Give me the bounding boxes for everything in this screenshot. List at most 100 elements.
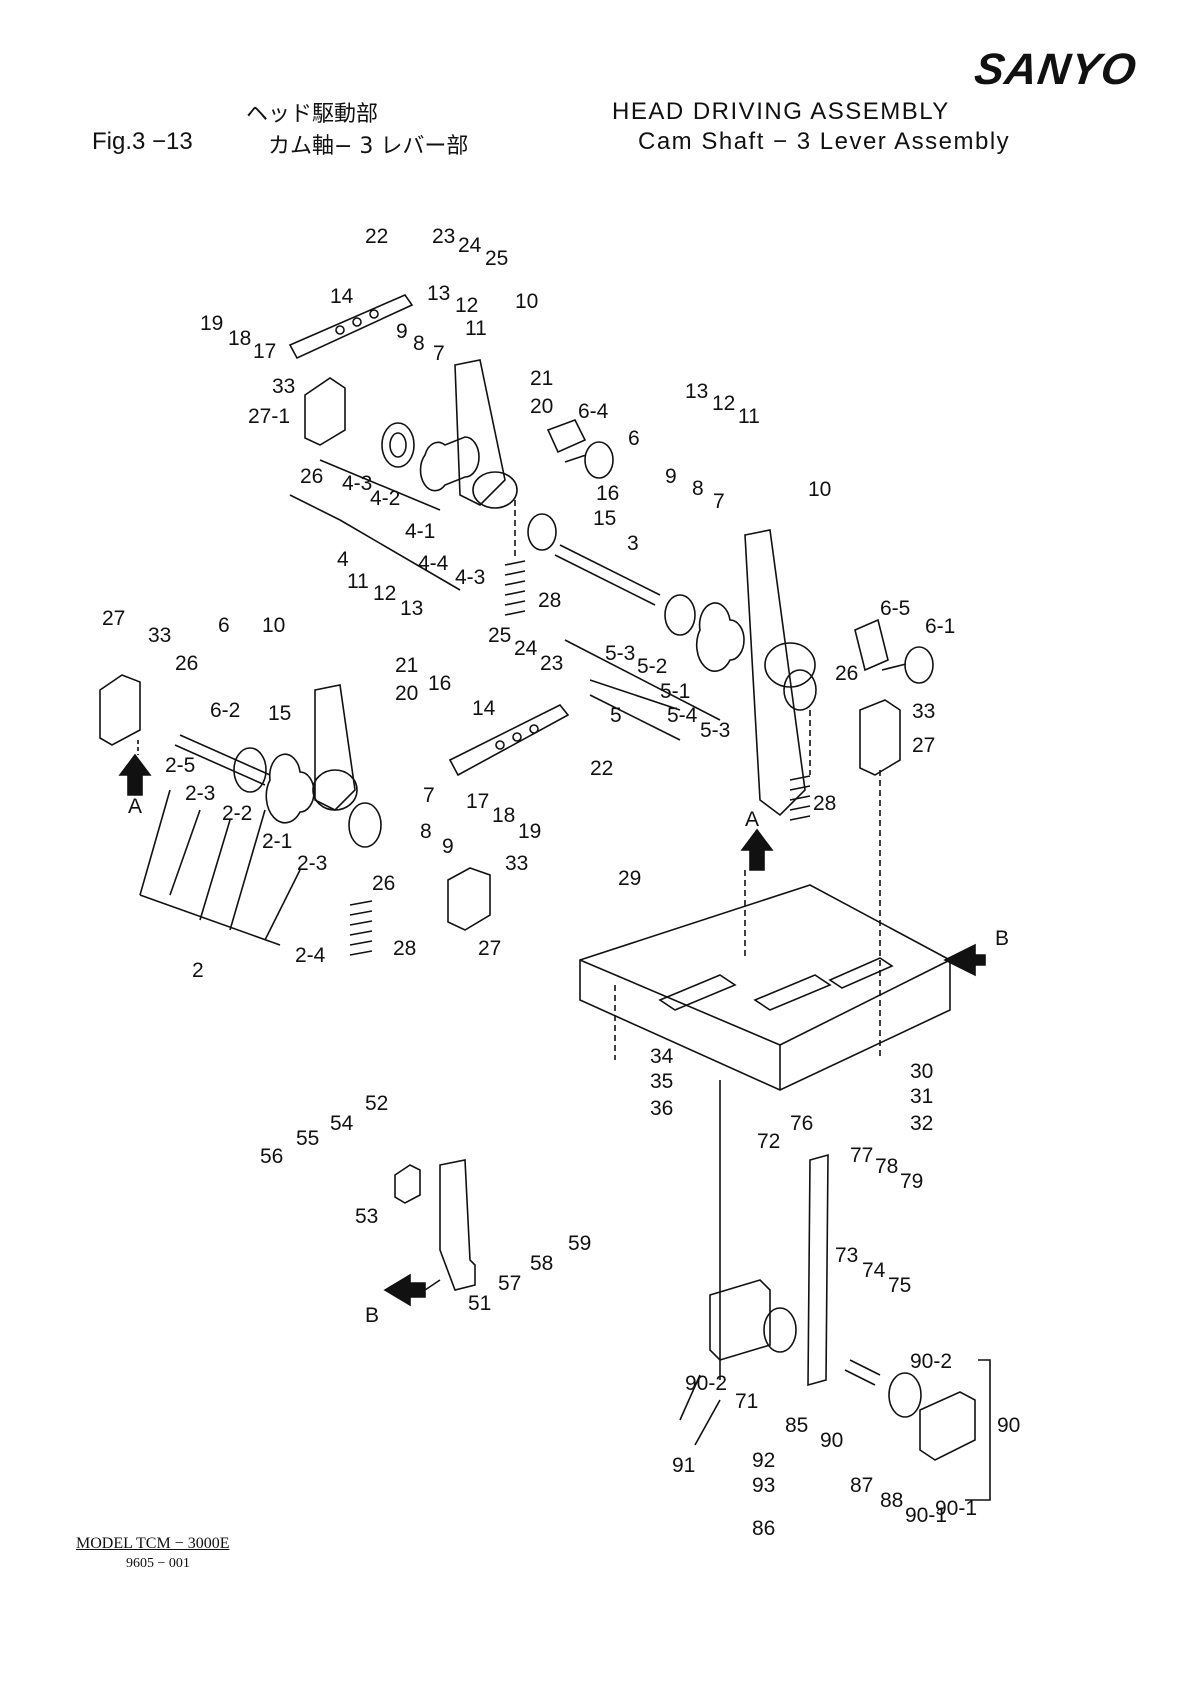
part-label: 4-1 (405, 520, 435, 543)
part-label: 12 (455, 294, 478, 317)
figure-number: Fig.3 −13 (92, 128, 193, 155)
part-label: 53 (355, 1205, 378, 1228)
part-label: 21 (395, 654, 418, 677)
part-label: 5-3 (700, 719, 730, 742)
shaft-3 (554, 544, 661, 606)
housing-90-1-right (919, 1391, 976, 1461)
part-label: 26 (300, 465, 323, 488)
part-label: 5-1 (660, 680, 690, 703)
part-label: 28 (813, 792, 836, 815)
part-label: 86 (752, 1517, 775, 1540)
part-label: 13 (400, 597, 423, 620)
bracket-90-group (965, 1359, 991, 1501)
part-label: 73 (835, 1244, 858, 1267)
part-label: 11 (347, 570, 369, 593)
roller-6-1 (881, 646, 934, 684)
part-label: 56 (260, 1145, 283, 1168)
part-label: 28 (538, 589, 561, 612)
part-label: 8 (692, 477, 704, 500)
part-label: 17 (466, 790, 489, 813)
leader-90-left (679, 1374, 721, 1446)
part-label: 13 (427, 282, 450, 305)
title-japanese: ヘッド駆動部 (246, 102, 379, 127)
part-label: 33 (272, 375, 295, 398)
part-label: 34 (650, 1045, 674, 1068)
part-label: 90-1 (935, 1497, 977, 1520)
view-label-a: A (745, 808, 759, 831)
part-label: 13 (685, 380, 708, 403)
bracket-27-lower (447, 867, 491, 931)
base-plate-29 (579, 884, 951, 1091)
link-plate-14-upper (288, 294, 414, 360)
part-label: 2-3 (297, 852, 327, 875)
part-label: 18 (228, 327, 251, 350)
part-label: 7 (713, 490, 725, 513)
part-label: 78 (875, 1155, 898, 1178)
part-label: 4-4 (418, 552, 449, 575)
part-label: 18 (492, 804, 515, 827)
roller-5-3 (695, 602, 745, 672)
part-label: 26 (372, 872, 395, 895)
block-52 (394, 1164, 421, 1204)
part-label: 91 (672, 1454, 695, 1477)
roller-2-2 (265, 753, 315, 824)
part-label: 19 (200, 312, 223, 335)
bearing-90-2-right (888, 1372, 922, 1418)
part-label: 10 (515, 290, 538, 313)
view-arrow-b-left (383, 1273, 426, 1307)
bearing-5-4 (783, 669, 817, 711)
part-label: 4-3 (342, 472, 372, 495)
part-label: 90 (820, 1429, 843, 1452)
part-label: 75 (888, 1274, 911, 1297)
part-label: 22 (365, 225, 388, 248)
document-number: 9605 − 001 (126, 1556, 190, 1571)
lever-arm-right (744, 529, 806, 817)
bearing-upper-left (381, 422, 415, 468)
roller-6 (564, 441, 614, 479)
part-label: 2-3 (185, 782, 215, 805)
part-label: 14 (330, 285, 354, 308)
part-label: 57 (498, 1272, 521, 1295)
part-label: 20 (530, 395, 553, 418)
lever-arm-upper (454, 359, 506, 506)
part-label: 6 (628, 427, 640, 450)
part-label: 4-2 (370, 487, 400, 510)
view-arrow-labels: A A B B (128, 795, 1009, 1327)
part-label: 4-3 (455, 566, 485, 589)
part-label: 21 (530, 367, 553, 390)
model-number: MODEL TCM − 3000E (76, 1535, 230, 1552)
part-label: 26 (835, 662, 858, 685)
part-label: 79 (900, 1170, 923, 1193)
part-label: 23 (432, 225, 455, 248)
part-label: 6-5 (880, 597, 910, 620)
part-label: 36 (650, 1097, 673, 1120)
leader-2 (139, 789, 301, 946)
part-label: 58 (530, 1252, 553, 1275)
part-label: 16 (428, 672, 451, 695)
part-label: 15 (593, 507, 616, 530)
part-label: 3 (627, 532, 639, 555)
part-label: 31 (910, 1085, 933, 1108)
part-label: 27-1 (248, 405, 290, 428)
part-label: 27 (102, 607, 125, 630)
part-label: 22 (590, 757, 613, 780)
part-label: 7 (423, 784, 435, 807)
part-label: 19 (518, 820, 541, 843)
part-label: 92 (752, 1449, 775, 1472)
part-label: 11 (738, 405, 760, 428)
part-label: 72 (757, 1130, 780, 1153)
part-label: 10 (808, 478, 831, 501)
part-label: 35 (650, 1070, 673, 1093)
part-label: 8 (413, 332, 425, 355)
part-label: 54 (330, 1112, 354, 1135)
part-label: 4 (337, 548, 349, 571)
part-labels: 22 23 24 25 14 13 12 11 10 19 18 17 9 8 … (102, 225, 1020, 1540)
part-label: 20 (395, 682, 418, 705)
part-label: 9 (442, 835, 454, 858)
part-label: 17 (253, 340, 276, 363)
part-label: 59 (568, 1232, 591, 1255)
part-label: 14 (472, 697, 496, 720)
housing-90-1-left (709, 1279, 771, 1361)
part-label: 87 (850, 1474, 873, 1497)
part-label: 24 (514, 637, 538, 660)
